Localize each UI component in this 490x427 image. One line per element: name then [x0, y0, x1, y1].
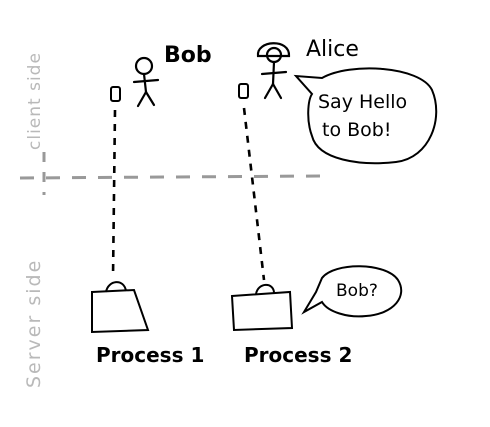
- alice-device-icon: [238, 83, 249, 99]
- process-1-label: Process 1: [96, 343, 204, 367]
- bob-connection-line: [111, 109, 117, 279]
- client-side-label: client side: [25, 52, 45, 150]
- alice-connection-line: [242, 107, 266, 281]
- alice-speech-line-2: to Bob!: [322, 119, 391, 141]
- process-2-speech-bubble: Bob?: [301, 265, 403, 318]
- process-1-box: [91, 281, 150, 334]
- horizontal-divider: [19, 174, 321, 180]
- alice-figure: [256, 42, 291, 100]
- process-2-speech-text: Bob?: [336, 281, 378, 301]
- alice-speech-line-1: Say Hello: [318, 91, 407, 113]
- server-side-label: Server side: [23, 259, 45, 388]
- process-2-label: Process 2: [244, 343, 352, 367]
- process-2-box: [230, 283, 294, 332]
- bob-name: Bob: [164, 43, 212, 68]
- alice-name: Alice: [306, 37, 359, 62]
- alice-speech-bubble: Say Hello to Bob!: [293, 67, 438, 165]
- bob-device-icon: [110, 86, 121, 102]
- bob-figure: [132, 56, 160, 108]
